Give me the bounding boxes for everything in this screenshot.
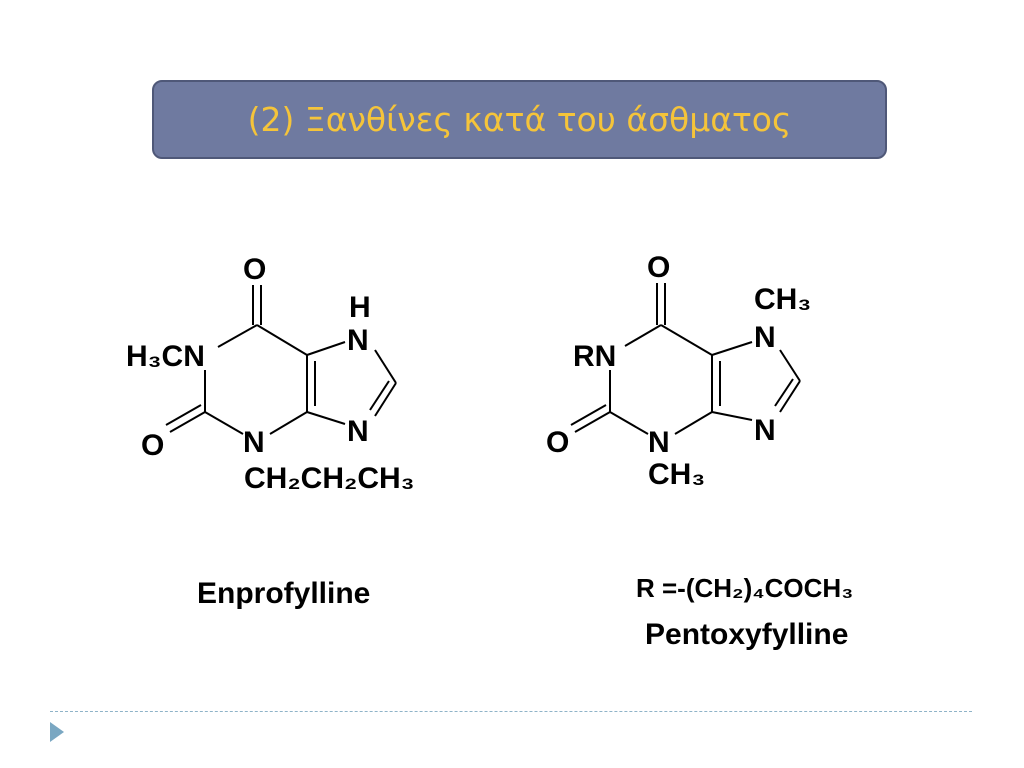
bond (624, 324, 662, 347)
atom-n7: N (754, 321, 776, 354)
atom-n7: N (347, 324, 369, 357)
bond (369, 380, 390, 411)
atom-h: H (349, 291, 371, 324)
bond (574, 411, 611, 433)
bond (570, 404, 607, 426)
bond (374, 349, 397, 384)
triangle-bullet-icon (50, 722, 64, 742)
atom-o-top: O (243, 253, 266, 286)
atom-n9: N (754, 414, 776, 447)
pentoxyfylline-structure: O CH₃ N RN O N N CH₃ (546, 251, 811, 491)
bond (674, 411, 713, 435)
bond (169, 411, 206, 433)
bond (711, 411, 753, 421)
enprofylline-name: Enprofylline (197, 577, 371, 610)
bond (779, 380, 801, 413)
atom-n3: N (648, 426, 670, 459)
bond (306, 341, 346, 356)
atom-ch3-top: CH₃ (754, 283, 811, 316)
pentoxyfylline-name: Pentoxyfylline (645, 618, 849, 651)
bond (660, 324, 713, 356)
atom-o-left: O (546, 426, 569, 459)
footer-divider (50, 711, 972, 712)
slide-title-box: (2) Ξανθίνες κατά του άσθματος (152, 80, 887, 159)
bond (269, 411, 308, 435)
atom-propyl: CH₂CH₂CH₃ (244, 462, 415, 495)
slide-title: (2) Ξανθίνες κατά του άσθματος (247, 100, 792, 139)
bond (217, 324, 258, 348)
bond (256, 324, 308, 356)
atom-n1-r: RN (573, 340, 616, 373)
atom-ch3-bottom: CH₃ (648, 458, 705, 491)
bond (779, 349, 801, 382)
atom-o-top: O (647, 251, 670, 284)
r-group-definition: R =-(CH₂)₄COCH₃ (636, 573, 854, 603)
atom-o-left: O (141, 429, 164, 462)
bond (774, 378, 794, 407)
enprofylline-structure: O H N H₃CN O N N CH₂CH₂CH₃ (126, 253, 415, 495)
bond (204, 411, 244, 435)
bond (165, 404, 202, 426)
atom-n1-methyl: H₃CN (126, 340, 205, 373)
bond (306, 411, 346, 425)
bond (374, 382, 397, 417)
atom-n3: N (243, 426, 265, 459)
bond (711, 341, 753, 356)
bond (609, 411, 649, 435)
atom-n9: N (347, 415, 369, 448)
